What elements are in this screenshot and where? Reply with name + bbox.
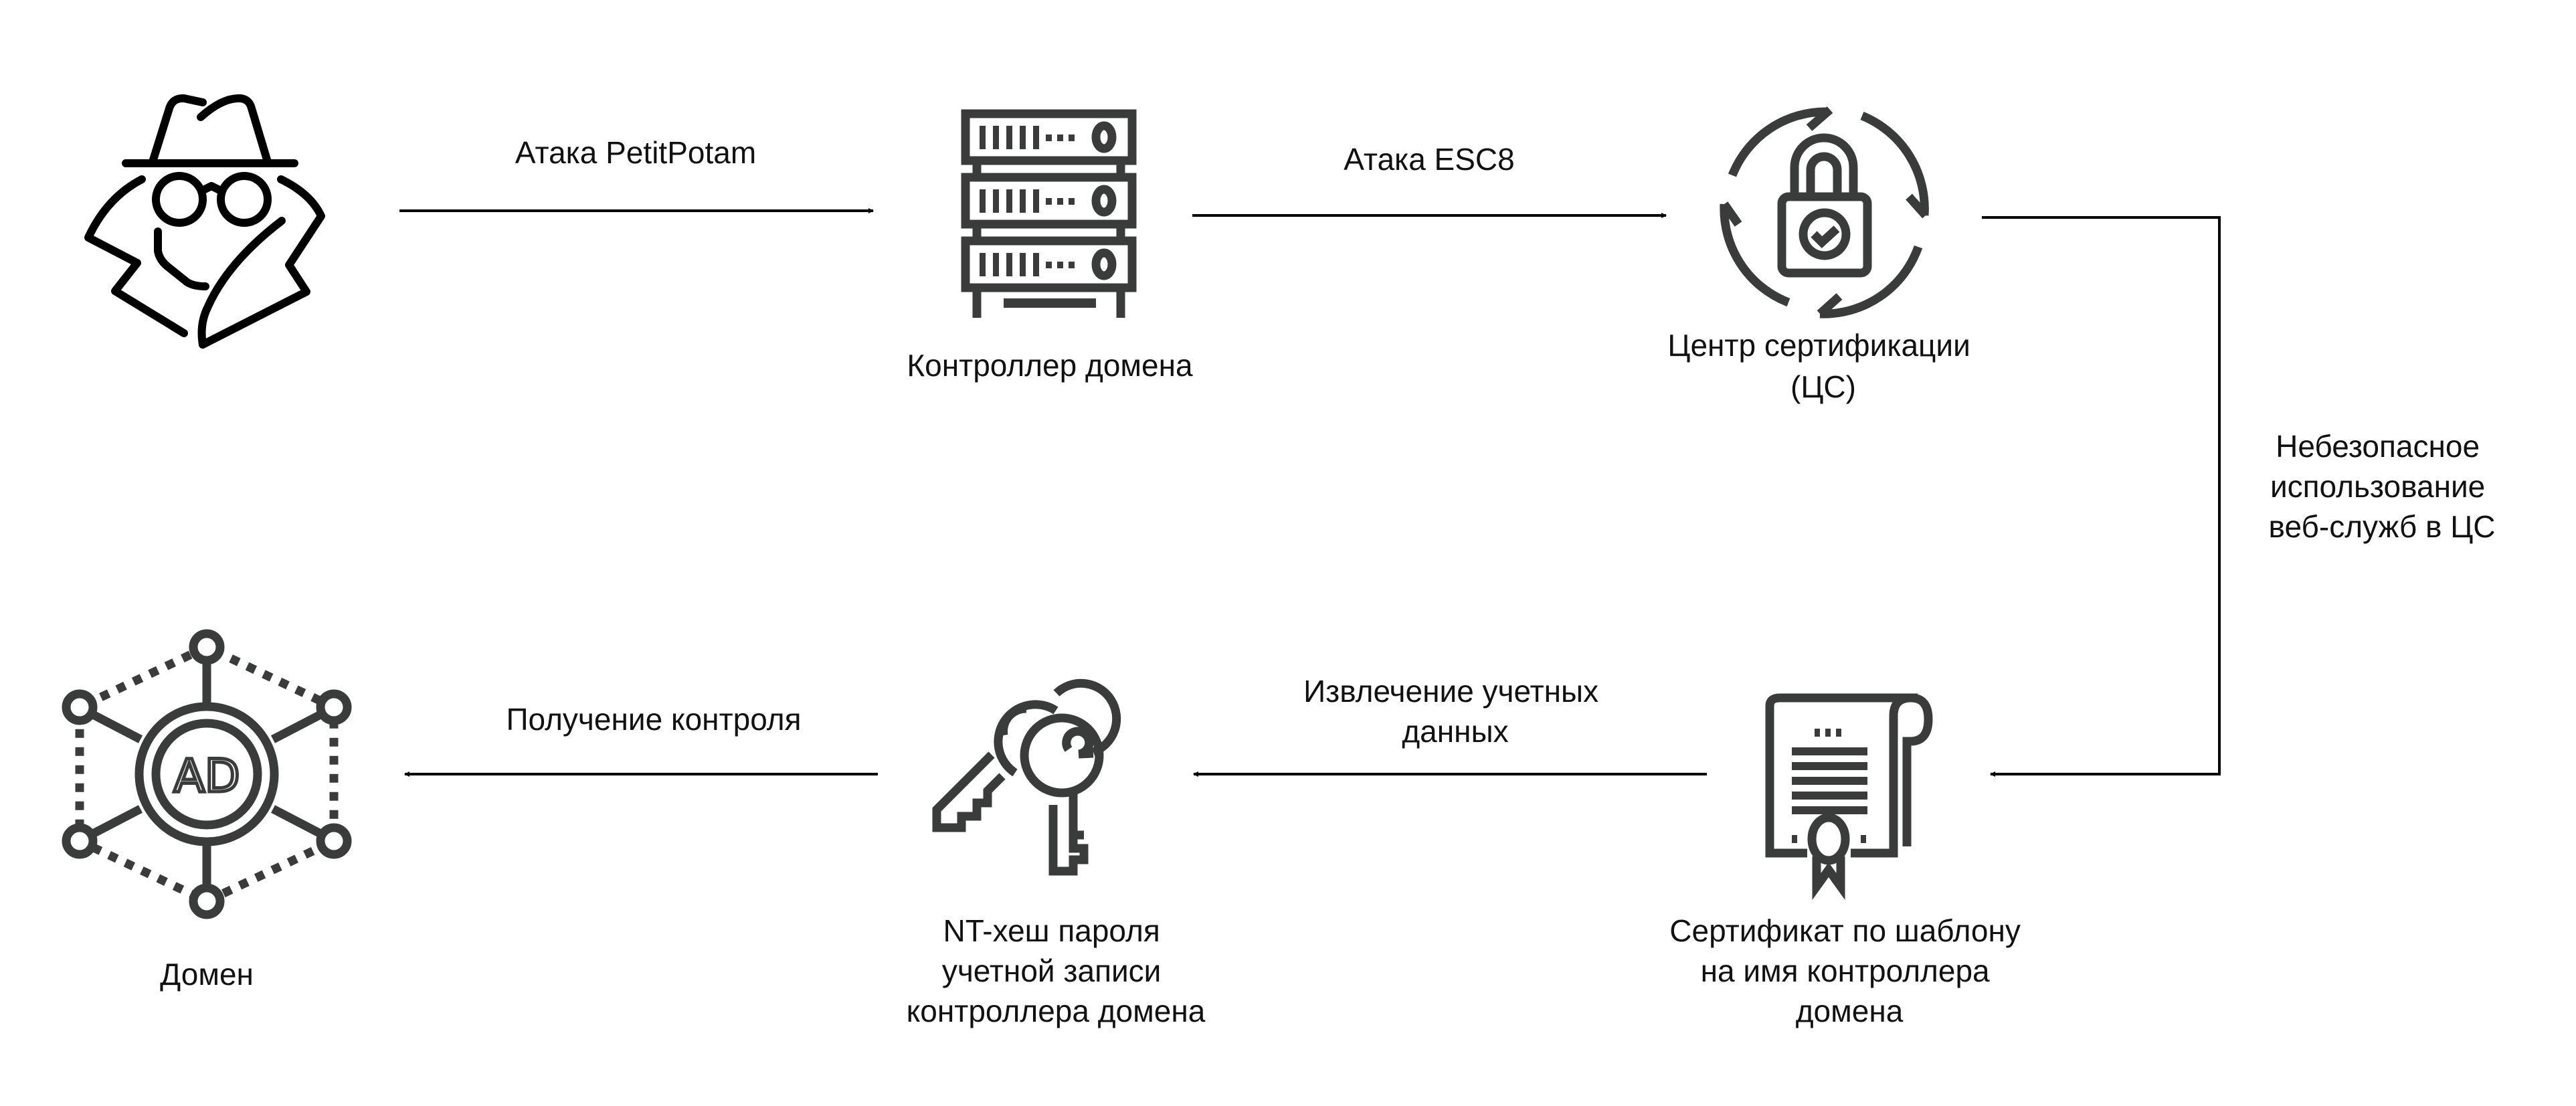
label-line: NT-хеш пароля xyxy=(943,913,1160,948)
active-directory-icon: AD xyxy=(62,629,352,919)
label-line: Атака PetitPotam xyxy=(515,135,756,170)
label-line: Домен xyxy=(160,957,254,992)
edge-cert-to-hash: Извлечение учетных данных xyxy=(1193,674,1707,777)
node-certificate-authority: Центр сертификации (ЦС) xyxy=(1667,106,1979,404)
certificate-icon xyxy=(1765,693,1933,901)
ad-icon-text: AD xyxy=(174,750,240,803)
arrow-line xyxy=(1982,216,2221,777)
edge-ca-to-cert: Небезопасное использование веб-служб в Ц… xyxy=(1982,216,2496,777)
label-line: контроллера домена xyxy=(907,994,1206,1028)
edge-attacker-to-dc: Атака PetitPotam xyxy=(399,135,874,213)
label-domain-controller: Контроллер домена xyxy=(907,348,1193,383)
keys-icon xyxy=(932,678,1121,876)
label-line: Сертификат по шаблону xyxy=(1669,913,2021,948)
label-line: Центр сертификации xyxy=(1667,328,1970,363)
label-line: Извлечение учетных xyxy=(1303,674,1598,709)
label-line: домена xyxy=(1796,994,1904,1028)
server-rack-icon xyxy=(961,109,1137,318)
label-line: (ЦС) xyxy=(1790,369,1856,404)
label-certificate-authority: Центр сертификации (ЦС) xyxy=(1667,328,1979,404)
label-line: данных xyxy=(1402,714,1508,749)
node-domain-controller: Контроллер домена xyxy=(907,109,1193,383)
node-domain: AD Домен xyxy=(62,629,352,992)
label-line: Контроллер домена xyxy=(907,348,1193,383)
edge-label: Атака PetitPotam xyxy=(515,135,756,170)
lock-refresh-icon xyxy=(1720,106,1929,318)
edge-label: Извлечение учетных данных xyxy=(1303,674,1607,749)
spy-icon xyxy=(84,94,325,349)
edge-dc-to-ca: Атака ESC8 xyxy=(1192,142,1667,218)
label-nt-hash: NT-хеш пароля учетной записи контроллера… xyxy=(907,913,1206,1028)
node-nt-hash: NT-хеш пароля учетной записи контроллера… xyxy=(907,678,1206,1028)
label-line: Атака ESC8 xyxy=(1344,142,1514,177)
label-line: веб-служб в ЦС xyxy=(2269,509,2496,544)
edge-label: Атака ESC8 xyxy=(1344,142,1514,177)
label-line: использование xyxy=(2270,469,2485,504)
label-line: Небезопасное xyxy=(2276,429,2480,464)
edge-label: Получение контроля xyxy=(506,702,801,737)
label-line: на имя контроллера xyxy=(1701,953,1990,988)
label-line: Получение контроля xyxy=(506,702,801,737)
edge-hash-to-domain: Получение контроля xyxy=(404,702,878,777)
label-certificate: Сертификат по шаблону на имя контроллера… xyxy=(1669,913,2029,1028)
label-line: учетной записи xyxy=(942,953,1162,988)
node-certificate: Сертификат по шаблону на имя контроллера… xyxy=(1669,693,2029,1028)
node-attacker xyxy=(84,94,325,349)
edge-label: Небезопасное использование веб-служб в Ц… xyxy=(2269,429,2496,544)
label-domain: Домен xyxy=(160,957,254,992)
